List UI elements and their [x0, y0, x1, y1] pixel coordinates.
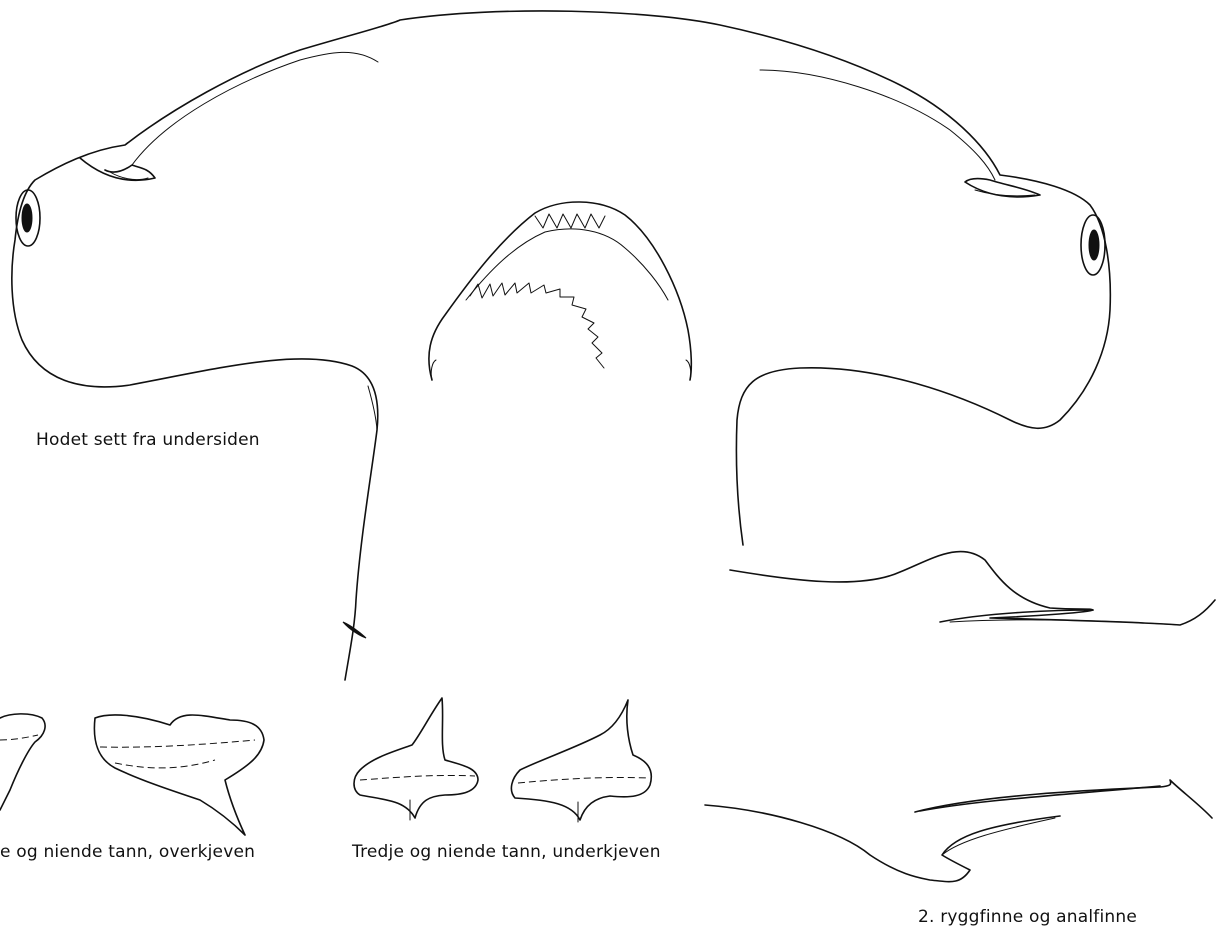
- lower-jaw-teeth-drawing: [354, 698, 651, 822]
- anal-fin-lobe: [705, 805, 1060, 882]
- upper-tooth-left-root-line: [0, 735, 38, 740]
- lower-tooth-left: [354, 698, 478, 818]
- fins-drawing: [705, 552, 1215, 882]
- mouth-teeth: [470, 283, 604, 368]
- upper-tooth-left-partial: [0, 714, 45, 810]
- upper-tooth-right-root-line-2: [115, 760, 215, 768]
- lower-tooth-right-root-line: [518, 777, 648, 783]
- caption-head-underside: Hodet sett fra undersiden: [36, 430, 260, 450]
- upper-tooth-right: [94, 715, 264, 835]
- lower-tooth-left-root-line: [360, 775, 475, 780]
- left-lobe-ridge: [132, 52, 378, 165]
- right-eye-inner: [1089, 230, 1099, 260]
- mouth-upper-teeth-row: [535, 214, 605, 228]
- head-drawing: [12, 11, 1110, 680]
- anal-fin-body: [915, 780, 1212, 818]
- second-dorsal-fin: [730, 552, 1093, 610]
- left-nostril-groove: [80, 158, 155, 180]
- head-outline: [12, 11, 1110, 680]
- caption-lower-jaw-teeth: Tredje og niende tann, underkjeven: [352, 842, 661, 862]
- anal-fin-lobe-inner: [942, 818, 1055, 855]
- lower-tooth-right: [511, 700, 651, 820]
- anal-fin-upper: [920, 786, 1160, 811]
- upper-tooth-right-root-line: [100, 740, 255, 747]
- second-dorsal-fin-base: [940, 600, 1215, 625]
- mouth-inner-edge: [466, 229, 668, 300]
- caption-fins: 2. ryggfinne og analfinne: [918, 907, 1137, 927]
- left-eye-inner: [22, 204, 32, 232]
- upper-jaw-teeth-drawing: [0, 714, 264, 835]
- left-nostril-detail: [110, 172, 148, 180]
- right-nostril-groove: [965, 179, 1040, 197]
- caption-upper-jaw-teeth: e og niende tann, overkjeven: [0, 842, 255, 862]
